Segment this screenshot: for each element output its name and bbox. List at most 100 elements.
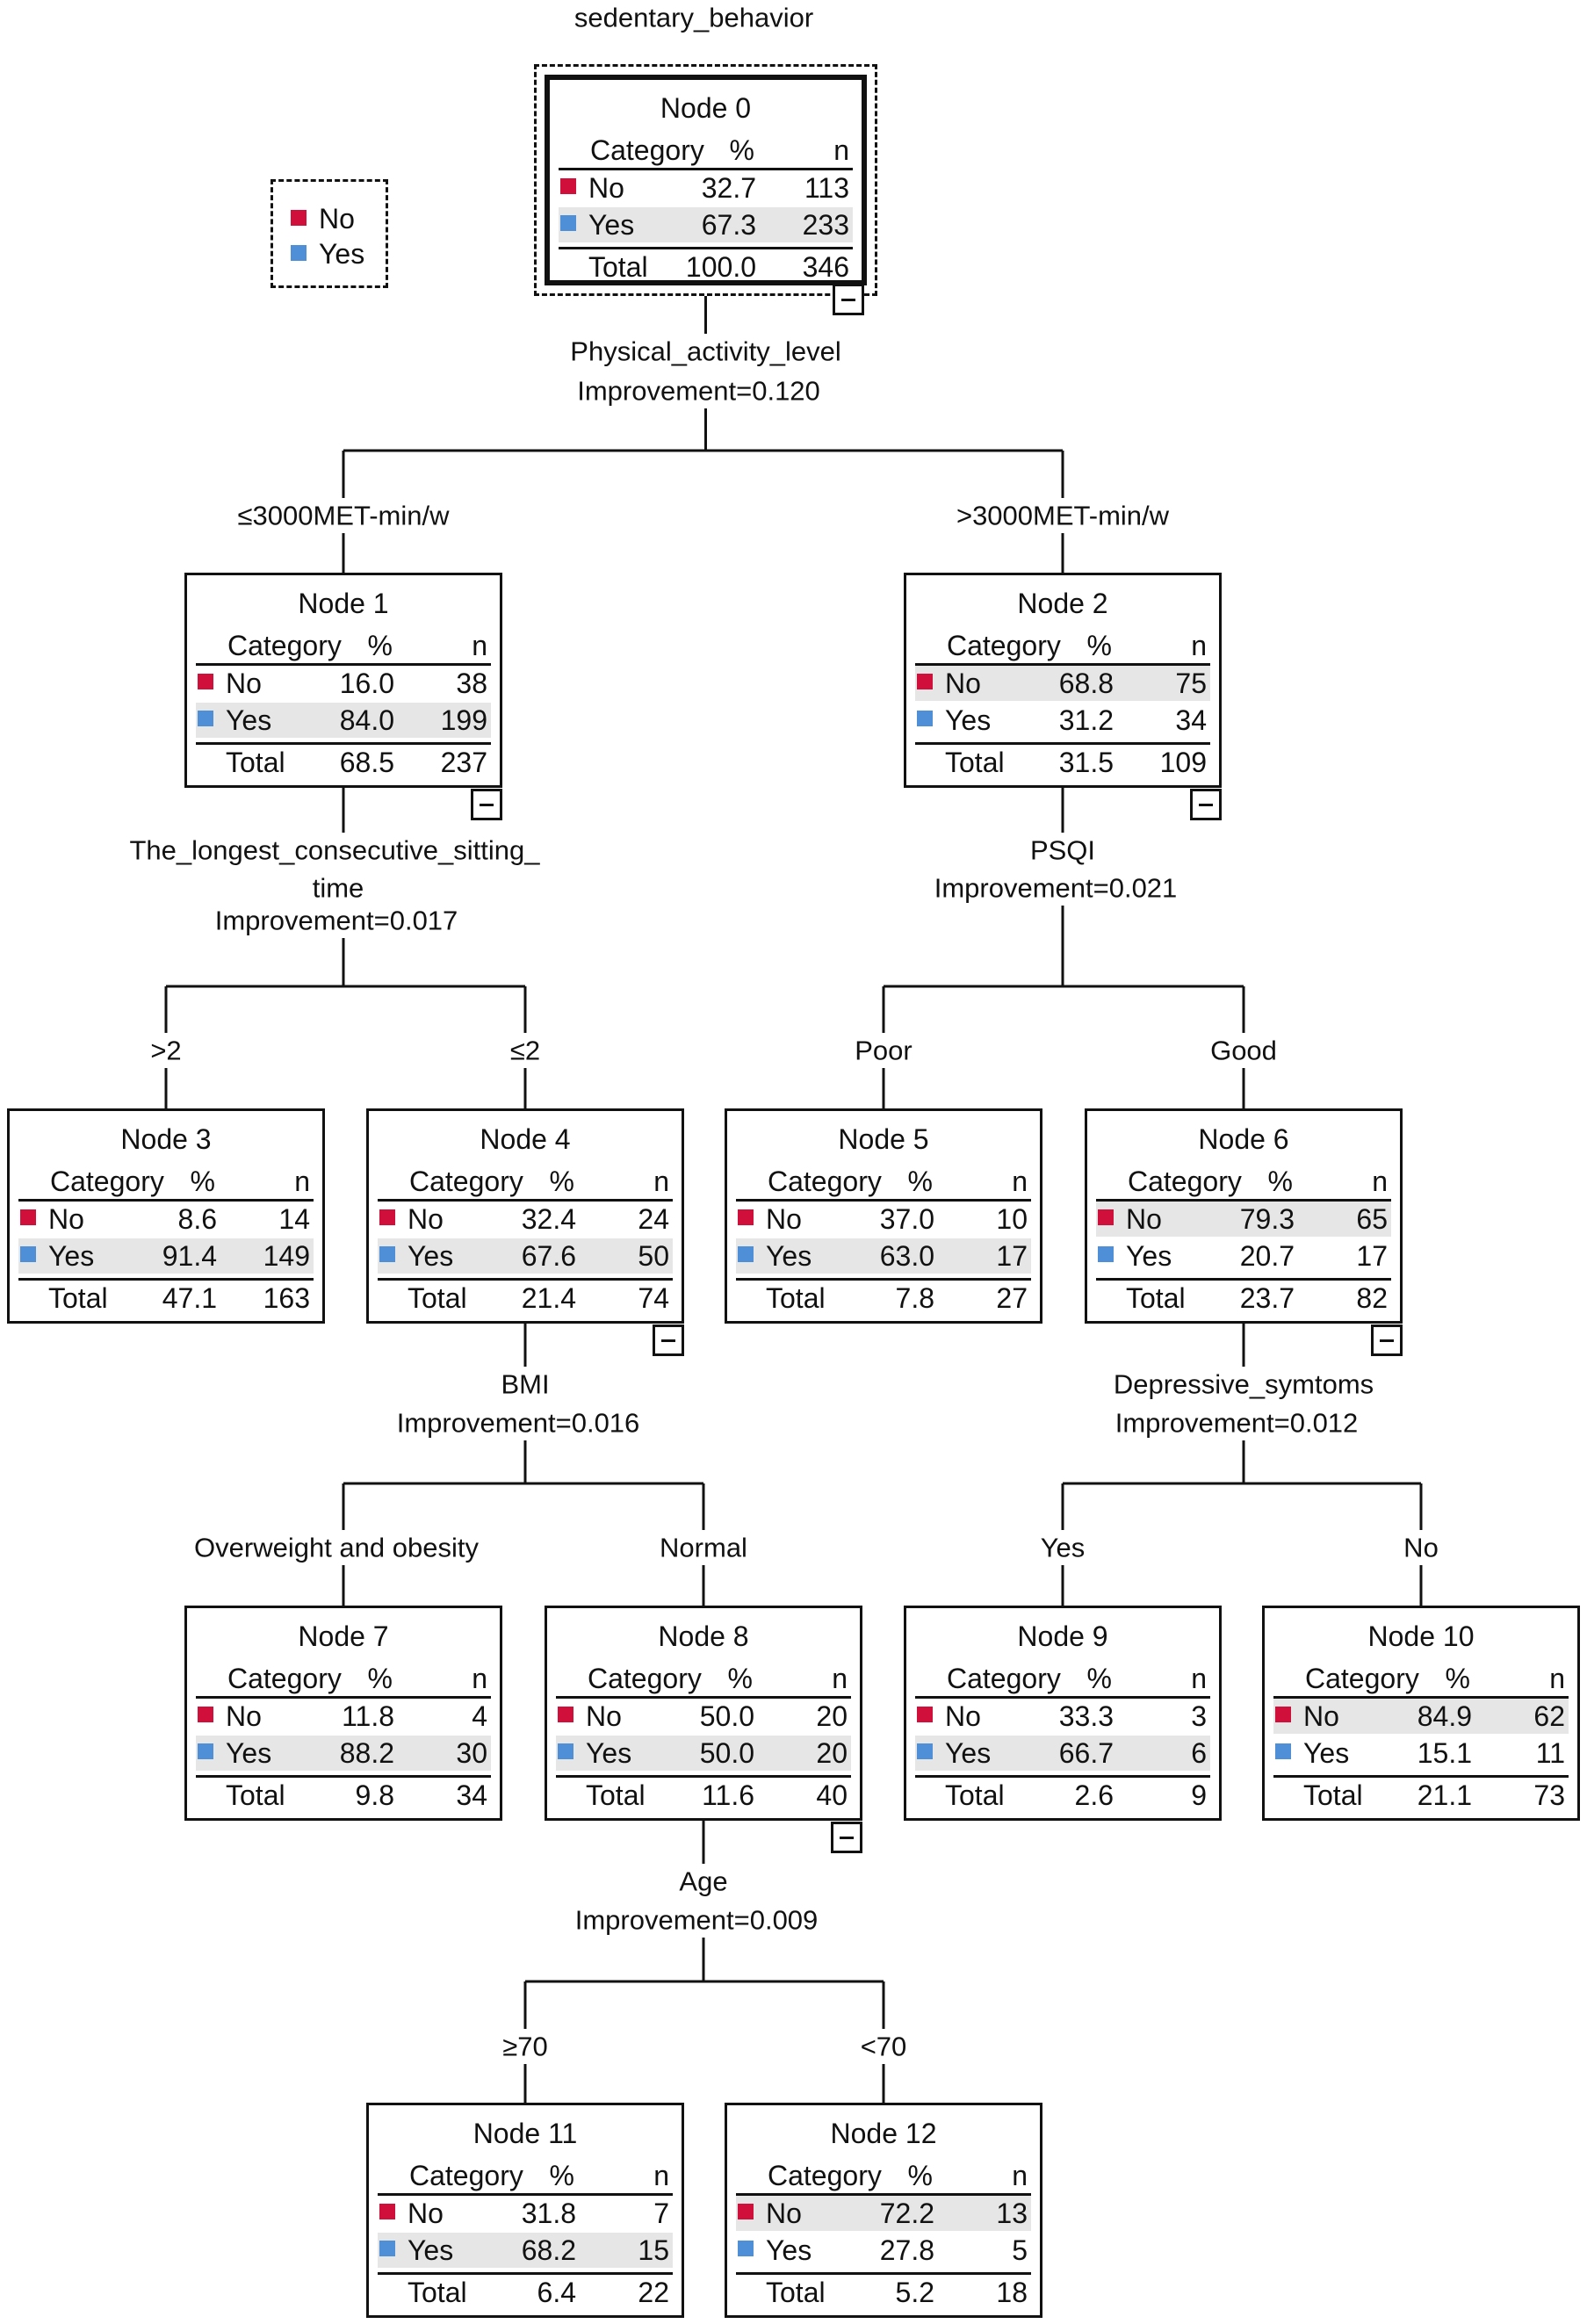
collapse-button[interactable] <box>833 284 864 315</box>
node-title: Node 12 <box>830 2118 937 2149</box>
row-count: 75 <box>1175 668 1207 699</box>
row-count: 109 <box>1159 747 1207 778</box>
header-category: Category <box>227 630 342 661</box>
node-title: Node 2 <box>1017 588 1108 619</box>
header-n: n <box>472 1663 487 1694</box>
header-category: Category <box>409 1166 523 1197</box>
row-label: No <box>588 172 624 204</box>
node-title: Node 11 <box>472 2118 578 2149</box>
row-percent: 63.0 <box>879 1240 934 1272</box>
branch-label: ≥70 <box>502 2031 548 2062</box>
row-count: 24 <box>638 1203 669 1235</box>
row-total: Total 68.5 237 <box>196 742 491 780</box>
header-percent: % <box>1445 1663 1470 1694</box>
row-label: No <box>408 2198 444 2229</box>
node-header: Category % n <box>915 1661 1210 1699</box>
collapse-button[interactable] <box>653 1324 684 1356</box>
row-label: No <box>945 668 981 699</box>
row-label: Yes <box>226 1737 272 1769</box>
no-swatch <box>738 2204 754 2219</box>
row-count: 17 <box>996 1240 1028 1272</box>
row-no: No 79.3 65 <box>1096 1202 1391 1237</box>
row-count: 3 <box>1191 1700 1207 1732</box>
row-label: Yes <box>48 1240 95 1272</box>
no-swatch <box>379 1209 395 1225</box>
row-label: Yes <box>766 1240 812 1272</box>
header-percent: % <box>729 134 754 166</box>
row-count: 73 <box>1533 1779 1565 1811</box>
branch-label: Normal <box>660 1532 747 1563</box>
row-percent: 8.6 <box>177 1203 217 1235</box>
yes-swatch <box>291 245 307 261</box>
row-no: No 8.6 14 <box>18 1202 314 1237</box>
header-percent: % <box>1267 1166 1293 1197</box>
row-count: 34 <box>1175 704 1207 736</box>
row-count: 62 <box>1533 1700 1565 1732</box>
row-label: Yes <box>1303 1737 1350 1769</box>
node-title: Node 4 <box>480 1123 571 1155</box>
row-label: Total <box>588 251 648 283</box>
row-count: 40 <box>816 1779 848 1811</box>
tree-node-12: Node 12 Category % n No 72.2 13 Yes 27.8… <box>725 2103 1042 2318</box>
row-count: 15 <box>638 2234 669 2266</box>
row-label: No <box>766 2198 802 2229</box>
split-variable-label: Age <box>679 1866 728 1897</box>
node-header: Category % n <box>196 628 491 666</box>
row-percent: 47.1 <box>162 1282 217 1314</box>
row-count: 7 <box>653 2198 669 2229</box>
tree-node-11: Node 11 Category % n No 31.8 7 Yes 68.2 … <box>366 2103 684 2318</box>
split-variable-label: PSQI <box>1029 834 1096 866</box>
node-title: Node 5 <box>838 1123 929 1155</box>
row-count: 50 <box>638 1240 669 1272</box>
row-label: Total <box>945 1779 1005 1811</box>
no-swatch <box>560 178 576 194</box>
tree-node-9: Node 9 Category % n No 33.3 3 Yes 66.7 6… <box>904 1606 1222 1821</box>
yes-swatch <box>558 1743 573 1759</box>
yes-swatch <box>738 1246 754 1262</box>
branch-label: ≤2 <box>509 1035 541 1066</box>
tree-node-7: Node 7 Category % n No 11.8 4 Yes 88.2 3… <box>184 1606 502 1821</box>
row-count: 14 <box>278 1203 310 1235</box>
row-label: Yes <box>586 1737 632 1769</box>
branch-label: Overweight and obesity <box>194 1532 479 1563</box>
header-percent: % <box>367 630 393 661</box>
header-n: n <box>1549 1663 1565 1694</box>
no-swatch <box>20 1209 36 1225</box>
collapse-button[interactable] <box>831 1822 862 1853</box>
row-yes: Yes 88.2 30 <box>196 1736 491 1771</box>
node-header: Category % n <box>736 1164 1031 1202</box>
row-percent: 100.0 <box>685 251 756 283</box>
branch-label: >2 <box>150 1035 182 1066</box>
row-percent: 20.7 <box>1239 1240 1295 1272</box>
header-category: Category <box>227 1663 342 1694</box>
header-n: n <box>1372 1166 1388 1197</box>
header-percent: % <box>907 1166 933 1197</box>
row-label: Total <box>408 1282 467 1314</box>
collapse-button[interactable] <box>471 789 502 820</box>
tree-node-6: Node 6 Category % n No 79.3 65 Yes 20.7 … <box>1085 1108 1403 1356</box>
header-category: Category <box>409 2160 523 2191</box>
row-count: 149 <box>263 1240 310 1272</box>
collapse-button[interactable] <box>1371 1324 1403 1356</box>
header-n: n <box>1191 1663 1207 1694</box>
row-count: 11 <box>1535 1737 1565 1769</box>
tree-node-8: Node 8 Category % n No 50.0 20 Yes 50.0 … <box>545 1606 862 1853</box>
row-percent: 32.4 <box>521 1203 576 1235</box>
row-no: No 11.8 4 <box>196 1699 491 1734</box>
row-percent: 68.5 <box>339 747 394 778</box>
row-no: No 37.0 10 <box>736 1202 1031 1237</box>
row-count: 163 <box>263 1282 310 1314</box>
header-category: Category <box>768 1166 882 1197</box>
row-percent: 68.8 <box>1058 668 1114 699</box>
node-title: Node 9 <box>1017 1620 1108 1652</box>
collapse-button[interactable] <box>1190 789 1222 820</box>
row-label: No <box>226 668 262 699</box>
row-percent: 67.6 <box>521 1240 576 1272</box>
row-percent: 67.3 <box>701 209 756 241</box>
branch-label: >3000MET-min/w <box>956 500 1170 531</box>
row-count: 4 <box>472 1700 487 1732</box>
no-swatch <box>917 1707 933 1722</box>
header-category: Category <box>1305 1663 1419 1694</box>
row-total: Total 31.5 109 <box>915 742 1210 780</box>
row-label: Yes <box>1126 1240 1172 1272</box>
